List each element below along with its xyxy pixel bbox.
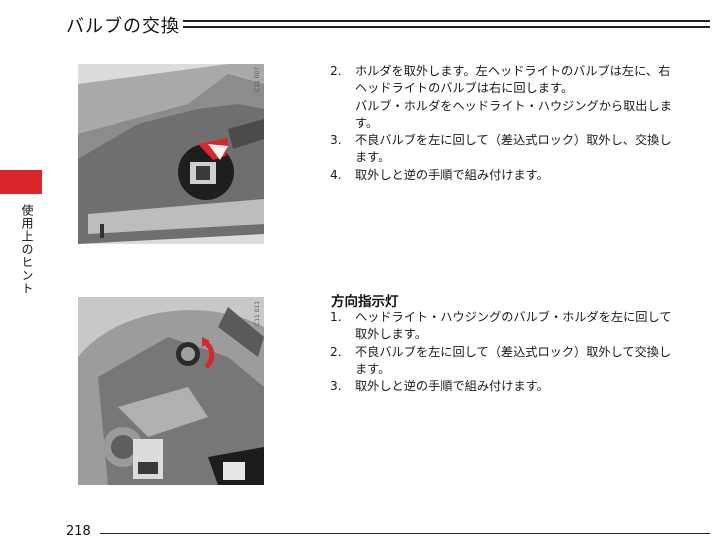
step-item: 3. 不良バルブを左に回して（差込式ロック）取外し、交換します。 [330, 132, 710, 167]
chapter-tab-marker [0, 170, 42, 194]
figure-code: C11 011 [254, 300, 261, 326]
step-text-line: ヘッドライト・ハウジングのバルブ・ホルダを左に回して [355, 310, 672, 324]
step-number: 1. [330, 310, 342, 324]
step-text-line: 取外しと逆の手順で組み付けます。 [355, 379, 549, 394]
step-text-line: 取外します。 [355, 327, 427, 342]
step-item: 4. 取外しと逆の手順で組み付けます。 [330, 167, 710, 184]
step-number: 2. [330, 64, 342, 78]
step-number: 3. [330, 133, 342, 148]
step-number: 2. [330, 344, 342, 359]
step-item: 2. ホルダを取外します。左ヘッドライトのバルブは左に、右ヘッドライトのバルブは右… [330, 63, 710, 132]
step-text-line: バルブ・ホルダをヘッドライト・ハウジングから取出しま [355, 98, 672, 113]
step-text-line: ます。 [355, 361, 391, 376]
step-text-line: 取外しと逆の手順で組み付けます。 [355, 167, 549, 182]
page-title: バルブの交換 [66, 16, 180, 37]
step-text-line: す。 [355, 115, 379, 130]
header-rule [183, 20, 710, 28]
step-number: 4. [330, 167, 342, 182]
step-text-line: ホルダを取外します。左ヘッドライトのバルブは左に、右 [355, 64, 671, 78]
step-text-line: ます。 [355, 150, 391, 165]
turn-signal-bulb-photo [78, 297, 264, 485]
page-number: 218 [66, 524, 91, 539]
step-text-line: 不良バルブを左に回して（差込式ロック）取外し、交換し [355, 133, 672, 148]
chapter-label: 使用上のヒント [20, 204, 34, 295]
figure-code: C11 007 [254, 66, 261, 92]
footer-rule [100, 533, 710, 534]
step-item: 3. 取外しと逆の手順で組み付けます。 [330, 378, 710, 395]
turn-signal-steps-list: 1. ヘッドライト・ハウジングのバルブ・ホルダを左に回して取外します。 2. 不良バル… [330, 309, 710, 395]
step-item: 2. 不良バルブを左に回して（差込式ロック）取外して交換します。 [330, 344, 710, 379]
headlight-bulb-photo [78, 64, 264, 244]
turn-signal-heading: 方向指示灯 [331, 294, 399, 310]
step-text-line: ヘッドライトのバルブは右に回します。 [355, 81, 574, 96]
step-item: 1. ヘッドライト・ハウジングのバルブ・ホルダを左に回して取外します。 [330, 309, 710, 344]
step-text-line: 不良バルブを左に回して（差込式ロック）取外して交換し [355, 344, 672, 359]
step-number: 3. [330, 379, 342, 394]
headlight-steps-list: 2. ホルダを取外します。左ヘッドライトのバルブは左に、右ヘッドライトのバルブは右… [330, 63, 710, 184]
